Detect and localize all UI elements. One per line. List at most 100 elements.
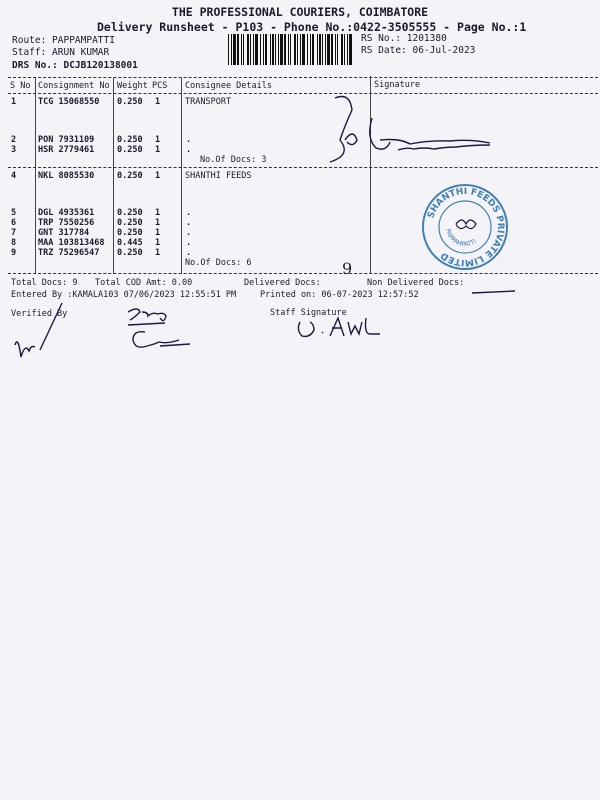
barcode-bar	[270, 34, 271, 65]
docs-count: No.Of Docs: 6	[185, 258, 252, 268]
row-consignment-no: HSR 2779461	[38, 145, 95, 155]
drs-number: DRS No.: DCJB120138001	[12, 60, 138, 71]
delivered-docs: Delivered Docs:	[244, 278, 321, 288]
col-consignee: Consignee Details	[185, 81, 272, 91]
barcode-bar	[255, 34, 258, 65]
row-weight: 0.445	[117, 238, 143, 248]
row-consignment-no: TRP 7550256	[38, 218, 95, 228]
route: Route: PAPPAMPATTI	[12, 35, 115, 46]
row-detail: .	[186, 145, 192, 155]
barcode-bar	[265, 34, 267, 65]
row-sno: 9	[11, 248, 17, 258]
total-cod: Total COD Amt: 0.00	[95, 278, 193, 288]
delivered-docs-handwritten: 9	[342, 259, 353, 278]
verified-by: Verified By	[11, 309, 68, 319]
staff-signature-label: Staff Signature	[270, 308, 347, 318]
barcode-bar	[272, 34, 274, 65]
col-consignment: Consignment No	[38, 81, 110, 91]
row-weight: 0.250	[117, 228, 143, 238]
barcode-bar	[233, 34, 236, 65]
row-detail: .	[186, 135, 192, 145]
barcode-bar	[294, 34, 296, 65]
barcode-bar	[344, 34, 345, 65]
row-consignment-no: MAA 103813468	[38, 238, 105, 248]
non-delivered-docs: Non Delivered Docs:	[367, 278, 465, 288]
row-pcs: 1	[155, 218, 161, 228]
row-pcs: 1	[155, 238, 161, 248]
row-sno: 8	[11, 238, 17, 248]
row-pcs: 1	[155, 171, 161, 181]
row-sno: 1	[11, 97, 17, 107]
barcode-bar	[241, 34, 242, 65]
barcode-bar	[322, 34, 323, 65]
barcode-bar	[278, 34, 279, 65]
row-weight: 0.250	[117, 248, 143, 258]
barcode-bar	[247, 34, 249, 65]
barcode-bar	[319, 34, 321, 65]
total-docs: Total Docs: 9	[11, 278, 78, 288]
row-consignment-no: GNT 317784	[38, 228, 90, 238]
barcode-bar	[253, 34, 254, 65]
row-pcs: 1	[155, 228, 161, 238]
row-weight: 0.250	[117, 171, 143, 181]
divider	[8, 77, 598, 78]
row-pcs: 1	[155, 208, 161, 218]
row-weight: 0.250	[117, 218, 143, 228]
row-consignment-no: PON 7931109	[38, 135, 95, 145]
barcode-bar	[243, 34, 244, 65]
row-weight: 0.250	[117, 135, 143, 145]
col-sno: S No	[10, 81, 31, 91]
barcode-bar	[260, 34, 261, 65]
row-detail: .	[186, 248, 192, 258]
svg-text:PAPPAMPATTI: PAPPAMPATTI	[444, 228, 478, 248]
row-sno: 3	[11, 145, 17, 155]
barcode-bar	[288, 34, 289, 65]
entered-by: Entered By :KAMALA103 07/06/2023 12:55:5…	[11, 290, 237, 300]
row-sno: 7	[11, 228, 17, 238]
row-pcs: 1	[155, 145, 161, 155]
barcode-bar	[237, 34, 239, 65]
barcode-bar	[325, 34, 326, 65]
row-sno: 4	[11, 171, 17, 181]
printed-on: Printed on: 06-07-2023 12:57:52	[260, 290, 419, 300]
row-consignment-no: TRZ 75296547	[38, 248, 100, 258]
barcode-bar	[341, 34, 343, 65]
barcode-bar	[312, 34, 314, 65]
barcode-bar	[275, 34, 276, 65]
barcode-bar	[250, 34, 251, 65]
col-pcs: PCS	[152, 81, 168, 91]
barcode-bar	[331, 34, 333, 65]
staff: Staff: ARUN KUMAR	[12, 47, 110, 58]
barcode-bar	[300, 34, 301, 65]
barcode-bar	[337, 34, 338, 65]
barcode-bar	[347, 34, 348, 65]
barcode	[228, 34, 352, 65]
barcode-bar	[327, 34, 330, 65]
row-pcs: 1	[155, 97, 161, 107]
barcode-bar	[349, 34, 352, 65]
row-pcs: 1	[155, 135, 161, 145]
barcode-bar	[284, 34, 286, 65]
barcode-bar	[290, 34, 291, 65]
consignee-name: SHANTHI FEEDS	[185, 171, 252, 181]
barcode-bar	[228, 34, 229, 65]
barcode-bar	[263, 34, 264, 65]
row-sno: 2	[11, 135, 17, 145]
row-detail: .	[186, 218, 192, 228]
divider	[8, 93, 598, 94]
col-weight: Weight	[117, 81, 148, 91]
barcode-bar	[297, 34, 298, 65]
rs-date: RS Date: 06-Jul-2023	[361, 45, 476, 56]
barcode-bar	[280, 34, 283, 65]
barcode-bar	[317, 34, 318, 65]
company-stamp: SHANTHI FEEDS PRIVATE LIMITED PAPPAMPATT…	[422, 184, 508, 270]
row-detail: .	[186, 238, 192, 248]
row-weight: 0.250	[117, 145, 143, 155]
rs-number: RS No.: 1201380	[361, 33, 447, 44]
row-consignment-no: DGL 4935361	[38, 208, 95, 218]
row-detail: .	[186, 228, 192, 238]
barcode-bar	[310, 34, 311, 65]
row-pcs: 1	[155, 248, 161, 258]
